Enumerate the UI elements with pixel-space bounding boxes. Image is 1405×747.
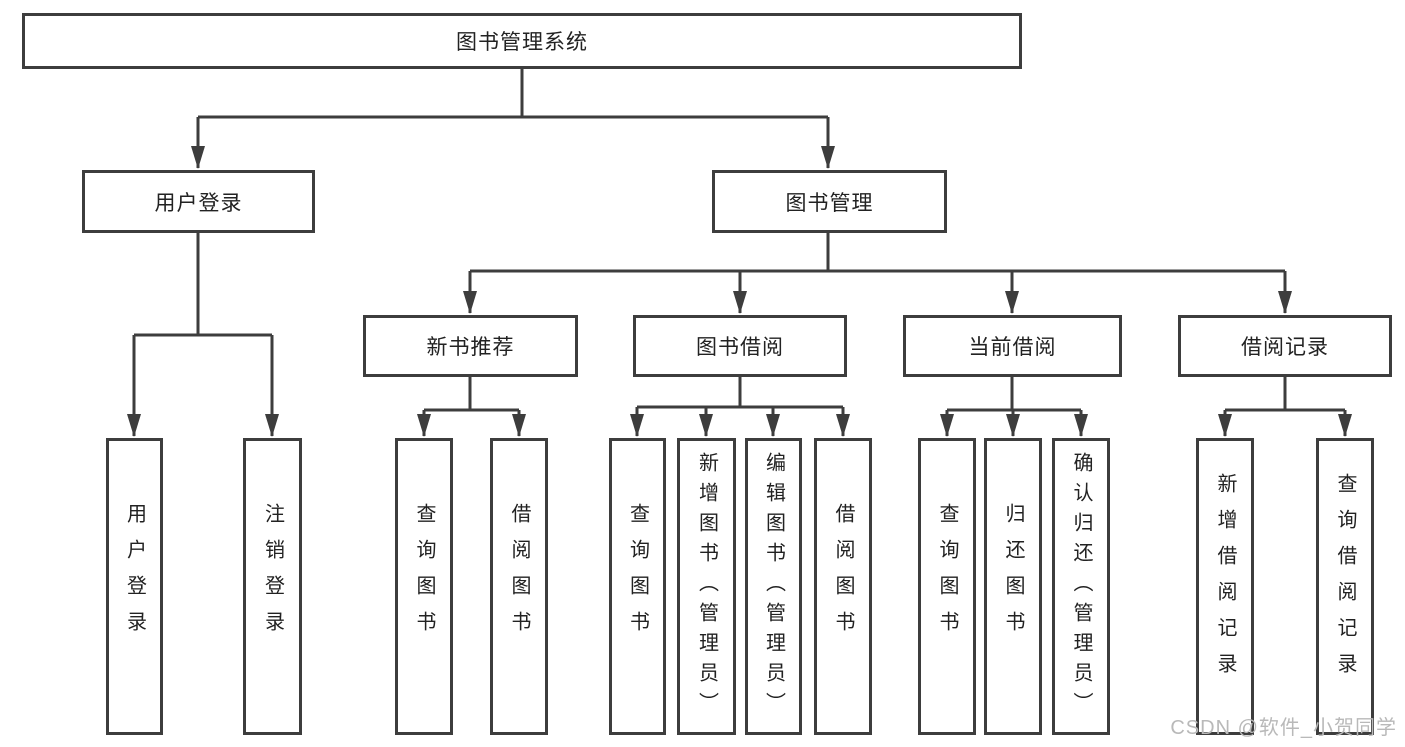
leaf-confirm-return-admin: 确认归还（管理员）: [1052, 438, 1110, 735]
leaf-borrow-books-1: 借阅图书: [490, 438, 548, 735]
leaf-logout: 注销登录: [243, 438, 302, 735]
leaf-return-books: 归还图书: [984, 438, 1042, 735]
leaf-user-login: 用户登录: [106, 438, 163, 735]
node-user-login-label: 用户登录: [154, 191, 243, 215]
leaf-add-borrow-record: 新增借阅记录: [1196, 438, 1254, 735]
node-borrowing-records: 借阅记录: [1178, 315, 1392, 377]
leaf-search-books-2: 查询图书: [609, 438, 666, 735]
leaf-search-books-3: 查询图书: [918, 438, 976, 735]
leaf-search-borrow-record: 查询借阅记录: [1316, 438, 1374, 735]
node-book-management-label: 图书管理: [785, 191, 874, 215]
node-borrowing-records-label: 借阅记录: [1241, 336, 1329, 359]
node-root-label: 图书管理系统: [456, 31, 588, 54]
leaf-search-books-1: 查询图书: [395, 438, 453, 735]
csdn-watermark: CSDN @软件_小贺同学: [1170, 717, 1397, 739]
leaf-add-books-admin: 新增图书（管理员）: [677, 438, 736, 735]
node-current-borrowing-label: 当前借阅: [968, 336, 1057, 359]
node-root-system: 图书管理系统: [22, 13, 1022, 69]
node-current-borrowing: 当前借阅: [903, 315, 1122, 377]
node-new-book-recommend-label: 新书推荐: [426, 336, 515, 359]
node-book-management: 图书管理: [712, 170, 947, 233]
node-book-borrowing: 图书借阅: [633, 315, 847, 377]
node-book-borrowing-label: 图书借阅: [696, 336, 784, 359]
leaf-borrow-books-2: 借阅图书: [814, 438, 872, 735]
leaf-edit-books-admin: 编辑图书（管理员）: [745, 438, 802, 735]
node-user-login: 用户登录: [82, 170, 315, 233]
node-new-book-recommend: 新书推荐: [363, 315, 578, 377]
